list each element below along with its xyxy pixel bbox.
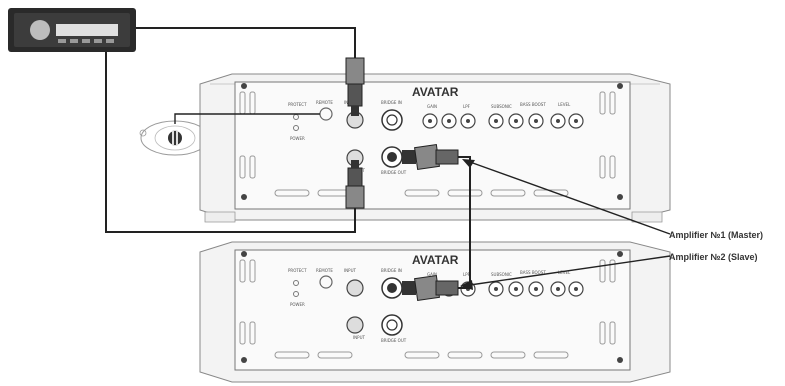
head-unit — [8, 8, 136, 52]
amp2-lpf-label: LPF — [463, 272, 471, 277]
bridge-plug-amp2 — [402, 275, 459, 301]
arrowhead-slave-icon — [460, 280, 473, 290]
amp2-input-label: INPUT — [344, 268, 357, 273]
amp1-brand-logo: AVATAR — [412, 85, 459, 99]
lpf-label: LPF — [463, 104, 471, 109]
amplifier-master-label: Amplifier №1 (Master) — [669, 230, 763, 240]
wiring-cables — [105, 27, 471, 289]
amplifier-2: PROTECT POWER REMOTE INPUT INPUT BRIDGE … — [199, 241, 671, 383]
rca-plug-top — [345, 57, 365, 116]
amp2-level-label: LEVEL — [558, 270, 571, 275]
gain-label: GAIN — [427, 104, 437, 109]
protect-label: PROTECT — [288, 102, 307, 107]
bridge-in-label: BRIDGE IN — [381, 100, 402, 105]
bass-boost-label: BASS BOOST — [520, 102, 546, 107]
amp2-subsonic-label: SUBSONIC — [491, 272, 512, 277]
amp2-bass-boost-label: BASS BOOST — [520, 270, 546, 275]
amp2-gain-label: GAIN — [427, 272, 437, 277]
leader-master — [469, 161, 671, 235]
amp2-bridge-in-label: BRIDGE IN — [381, 268, 402, 273]
amp2-input-label-2: INPUT — [353, 335, 366, 340]
amp2-brand-logo: AVATAR — [412, 253, 459, 267]
power-label: POWER — [290, 136, 305, 141]
leader-slave — [469, 255, 671, 286]
callout-lines — [469, 161, 671, 286]
volume-knob — [30, 20, 50, 40]
bridge-cable — [456, 156, 471, 289]
rca-cable-bottom — [105, 52, 356, 233]
amp2-bridge-out-label: BRIDGE OUT — [381, 338, 407, 343]
amp2-power-label: POWER — [290, 302, 305, 307]
rca-plug-bottom — [345, 160, 365, 209]
bridge-out-label: BRIDGE OUT — [381, 170, 407, 175]
remote-cable — [174, 113, 320, 124]
remote-label: REMOTE — [316, 100, 333, 105]
amplifier-slave-label: Amplifier №2 (Slave) — [669, 252, 758, 262]
amp2-remote-label: REMOTE — [316, 268, 333, 273]
subsonic-label: SUBSONIC — [491, 104, 512, 109]
level-label: LEVEL — [558, 102, 571, 107]
arrowhead-master-icon — [462, 159, 475, 168]
bridge-plug-amp1 — [402, 144, 459, 170]
rca-cable-top — [136, 27, 356, 62]
head-unit-display — [56, 24, 118, 36]
amp2-protect-label: PROTECT — [288, 268, 307, 273]
